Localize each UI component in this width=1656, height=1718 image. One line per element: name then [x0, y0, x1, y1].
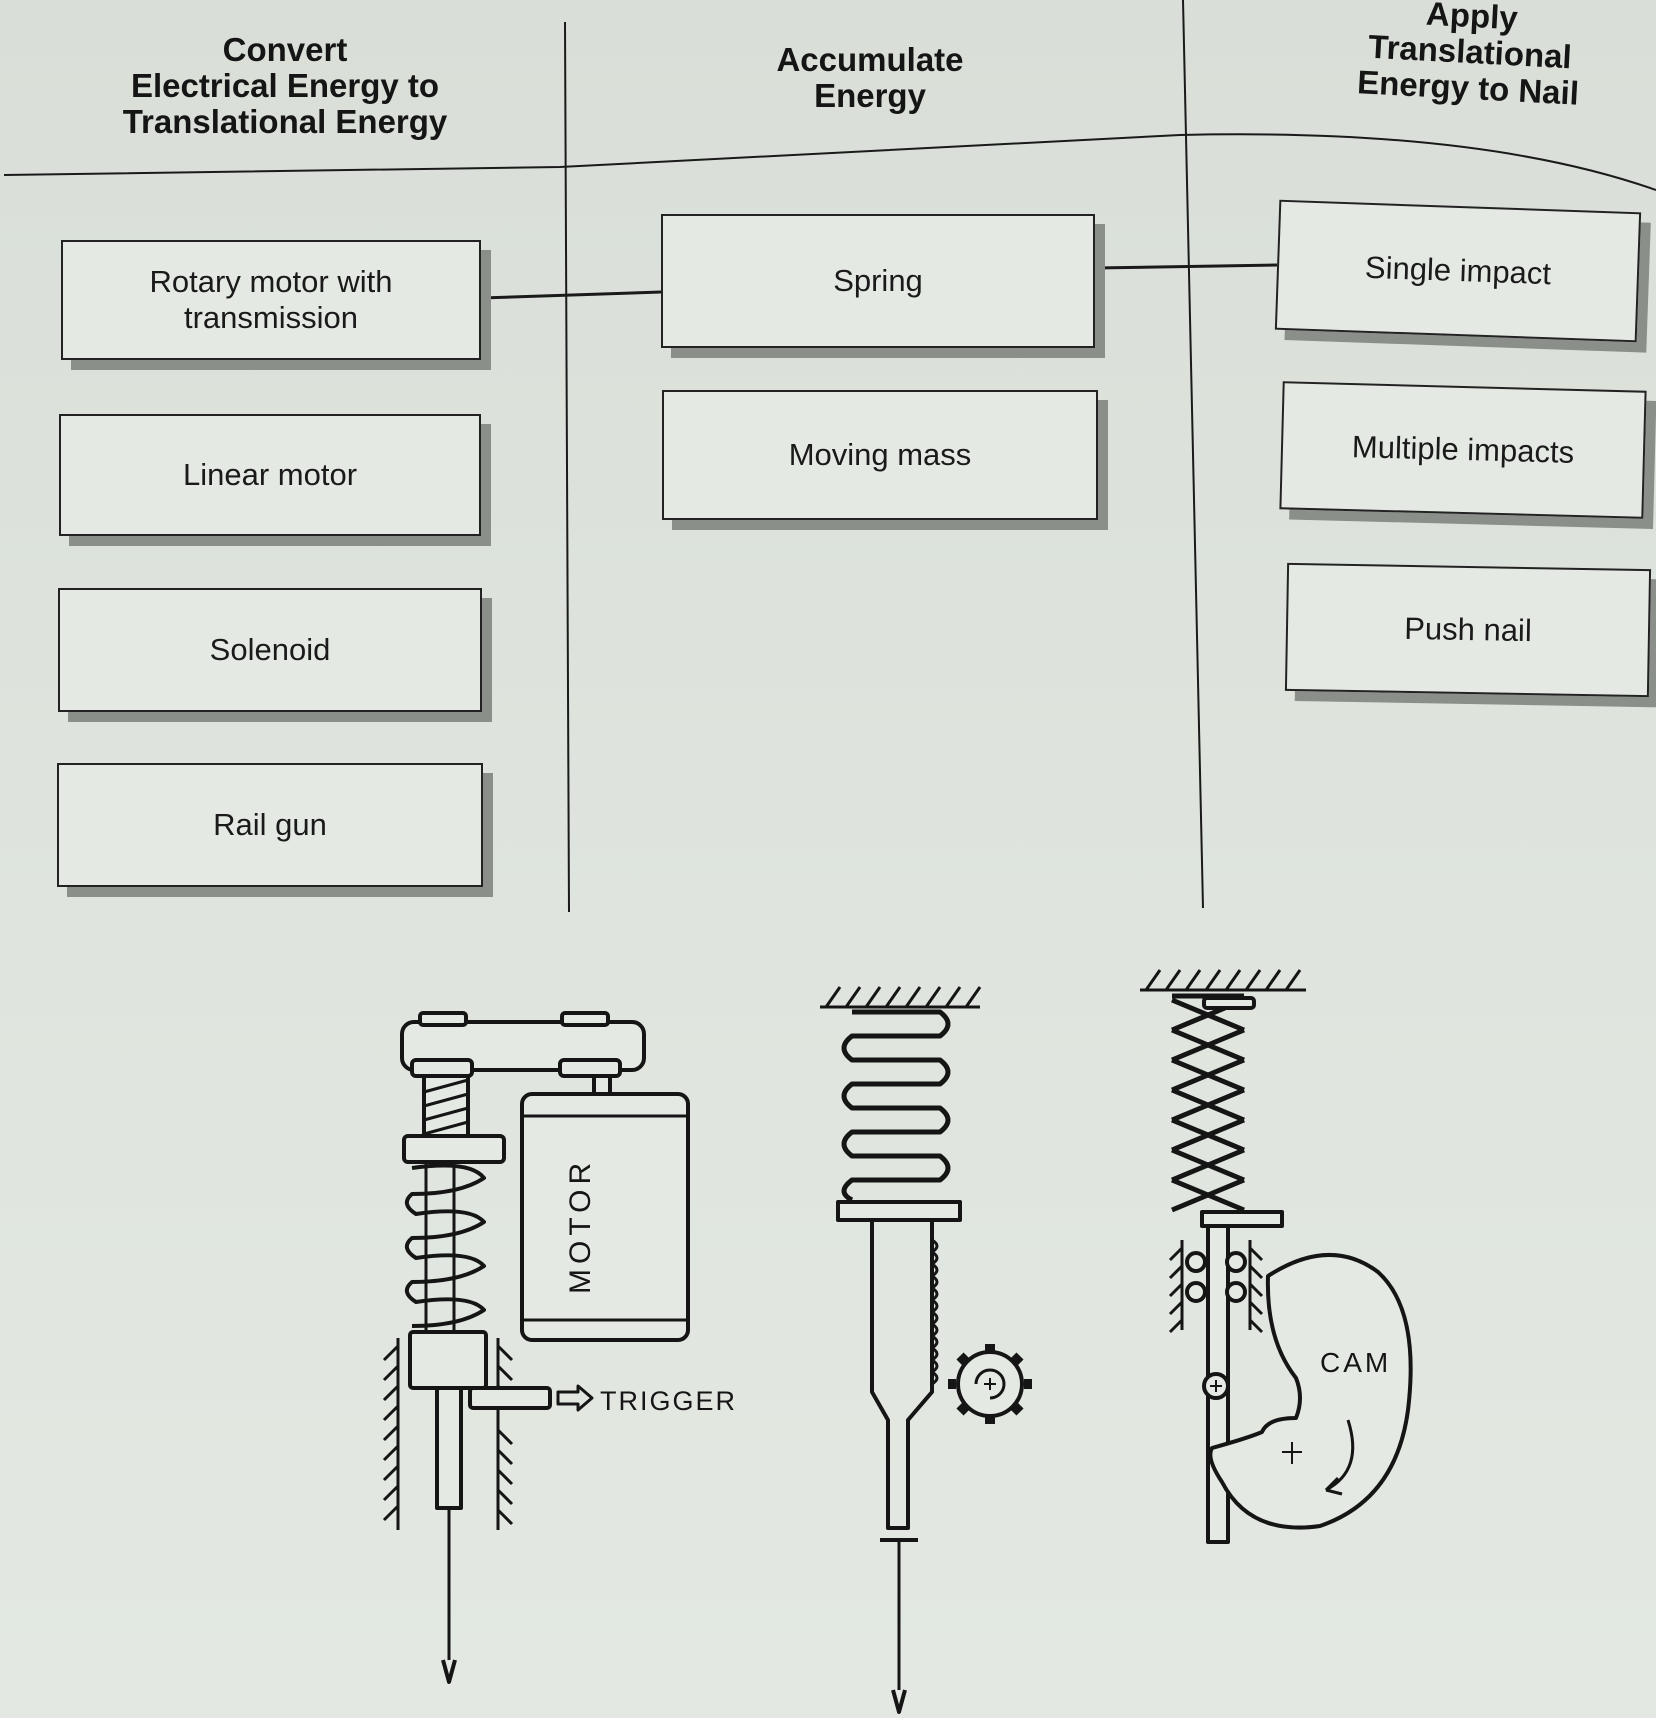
column-header-convert: Convert Electrical Energy to Translation… [95, 32, 475, 140]
motor-label: MOTOR [564, 1158, 597, 1294]
sketch-spring-cam [1140, 969, 1413, 1544]
option-single-impact: Single impact [1274, 199, 1642, 343]
option-label: Spring [833, 263, 923, 298]
column-divider [564, 21, 570, 913]
sketch-rotary-motor [382, 1011, 690, 1684]
option-label: Linear motor [182, 457, 358, 492]
option-push-nail: Push nail [1284, 562, 1652, 698]
cam-label: CAM [1320, 1347, 1391, 1378]
column-header-accumulate: Accumulate Energy [730, 42, 1010, 114]
option-linear-motor: Linear motor [59, 414, 481, 536]
option-rail-gun: Rail gun [57, 763, 483, 887]
sketch-spring-gear [820, 986, 1032, 1714]
header-line: Translational Energy [122, 103, 448, 140]
option-label: Rail gun [213, 807, 327, 842]
connector-spring-single-impact [1094, 263, 1278, 270]
option-label: Moving mass [788, 437, 972, 472]
option-moving-mass: Moving mass [662, 390, 1098, 520]
option-label: Push nail [1403, 610, 1533, 649]
option-rotary-motor: Rotary motor with transmission [61, 240, 481, 360]
option-solenoid: Solenoid [58, 588, 482, 712]
option-spring: Spring [661, 214, 1095, 348]
option-label: Single impact [1364, 249, 1552, 292]
trigger-label: TRIGGER [600, 1386, 737, 1416]
option-label: Multiple impacts [1351, 429, 1575, 470]
header-rule [3, 133, 1656, 191]
header-line: Energy [814, 77, 926, 114]
header-line: Electrical Energy to [130, 67, 440, 104]
header-line: Convert [222, 31, 348, 68]
column-divider [1182, 0, 1204, 909]
connector-rotary-spring [480, 290, 662, 300]
option-multiple-impacts: Multiple impacts [1279, 381, 1647, 519]
option-label: transmission [184, 300, 358, 335]
header-line: Accumulate [776, 41, 964, 78]
option-label: Solenoid [209, 632, 331, 667]
option-label: Rotary motor with [149, 264, 393, 299]
